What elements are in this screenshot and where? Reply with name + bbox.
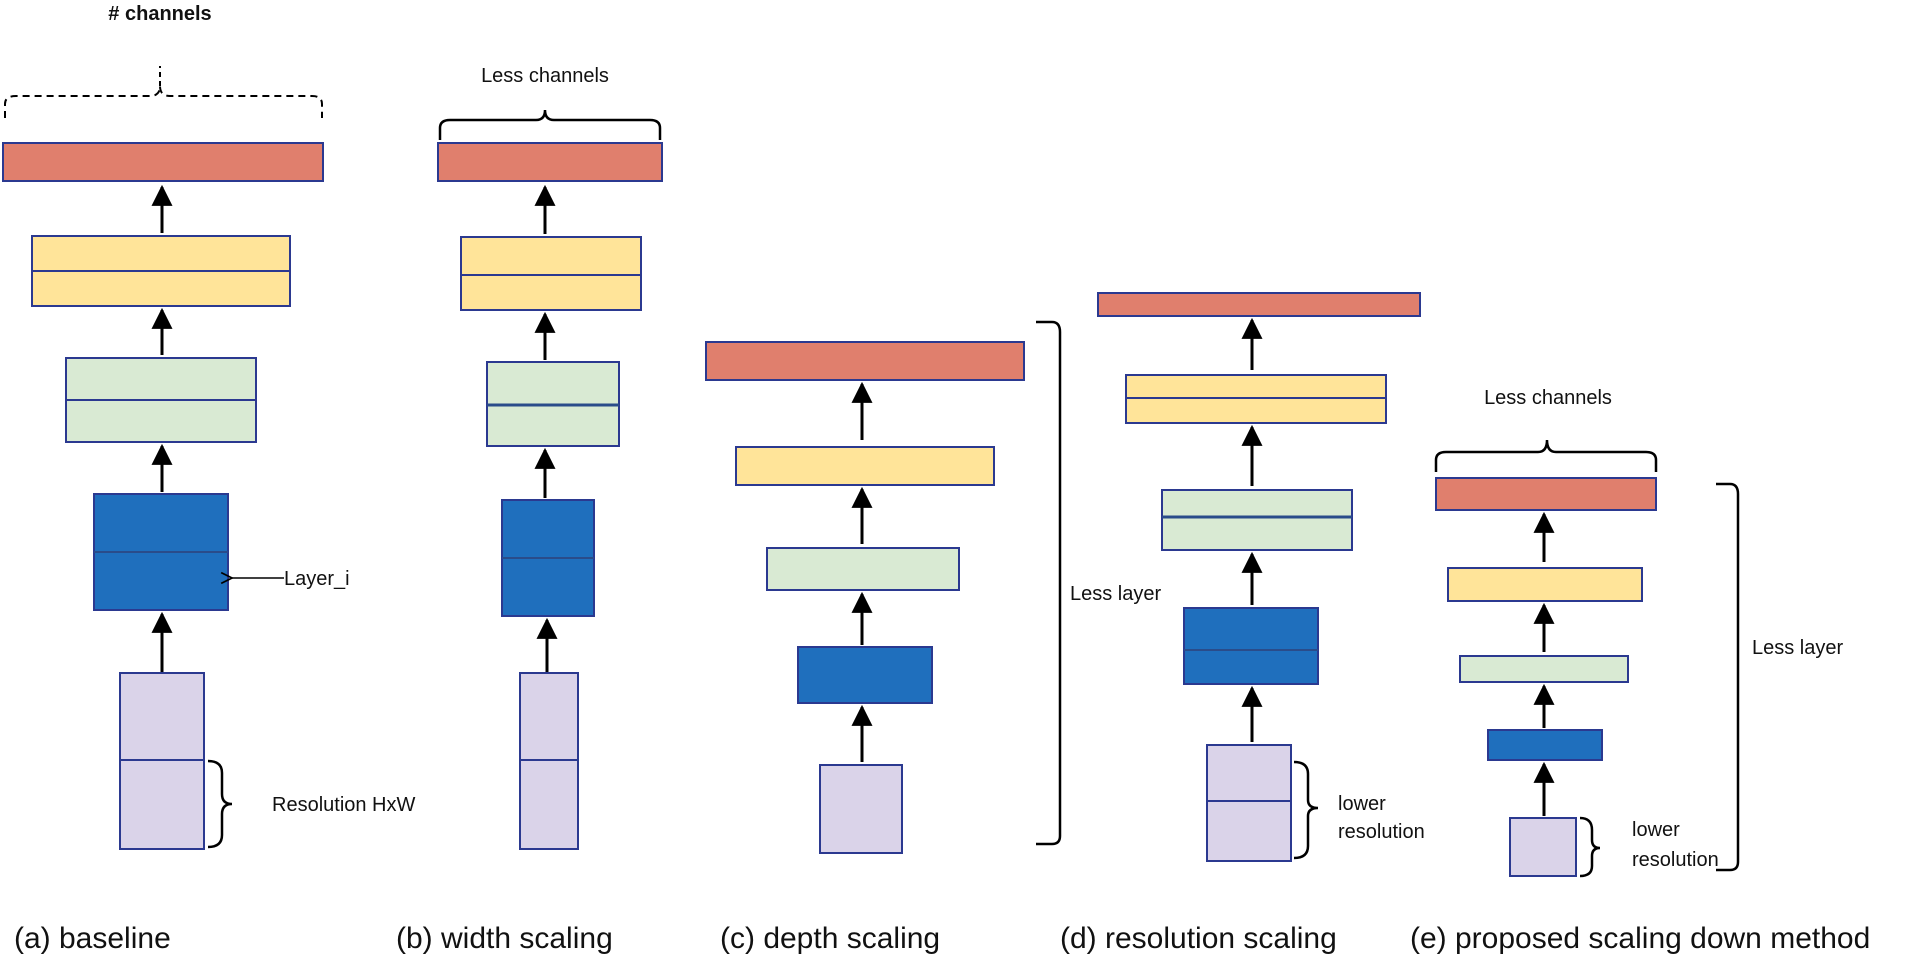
panel-proposed-method: Less channels lower resolution Less laye… xyxy=(1410,387,1870,955)
less-channels-label: Less channels xyxy=(1484,387,1612,409)
lower-resolution-line-2: resolution xyxy=(1338,821,1425,843)
lower-resolution-line-1: lower xyxy=(1632,819,1680,841)
lower-resolution-line-2: resolution xyxy=(1632,849,1719,871)
blue-block xyxy=(501,499,595,617)
caption-a: (a) baseline xyxy=(14,922,171,955)
green-block xyxy=(1459,655,1629,683)
blue-block xyxy=(1183,607,1319,685)
channels-brace xyxy=(1434,439,1658,472)
input-block xyxy=(519,672,579,850)
output-layer xyxy=(1435,477,1657,511)
green-block xyxy=(65,357,257,443)
less-layer-label: Less layer xyxy=(1752,637,1843,659)
layer-bracket xyxy=(1716,482,1740,872)
resolution-brace xyxy=(207,759,233,849)
resolution-brace xyxy=(1293,760,1319,860)
blue-block xyxy=(1487,729,1603,761)
resolution-brace xyxy=(1579,816,1601,878)
lower-resolution-label: lower resolution xyxy=(1338,793,1425,843)
lower-resolution-line-1: lower xyxy=(1338,793,1386,815)
input-block xyxy=(119,672,205,850)
blue-block xyxy=(797,646,933,704)
yellow-block xyxy=(460,236,642,311)
output-layer xyxy=(2,142,324,182)
caption-b: (b) width scaling xyxy=(396,922,613,955)
less-channels-label: Less channels xyxy=(481,65,609,87)
yellow-block xyxy=(1125,374,1387,424)
input-block xyxy=(1206,744,1292,862)
layer-bracket xyxy=(1036,320,1062,846)
panel-resolution-scaling: lower resolution (d) resolution scaling xyxy=(1060,292,1425,955)
output-layer xyxy=(1097,292,1421,317)
lower-resolution-label: lower resolution xyxy=(1632,819,1719,871)
channels-brace xyxy=(438,109,662,140)
panel-depth-scaling: Less layer (c) depth scaling xyxy=(705,320,1161,955)
output-layer xyxy=(705,341,1025,381)
less-layer-label: Less layer xyxy=(1070,583,1161,605)
yellow-block xyxy=(735,446,995,486)
yellow-block xyxy=(1447,567,1643,602)
layer-label: Layer_i xyxy=(284,568,350,590)
output-layer xyxy=(437,142,663,182)
resolution-label: Resolution HxW xyxy=(272,794,416,816)
blue-block xyxy=(93,493,229,611)
channels-label: # channels xyxy=(108,3,211,25)
input-block xyxy=(819,764,903,854)
green-block xyxy=(766,547,960,591)
panel-width-scaling: Less channels (b) width scaling xyxy=(396,65,663,955)
panel-baseline: # channels Layer_i Resolution HxW (a) ba… xyxy=(2,3,416,955)
caption-c: (c) depth scaling xyxy=(720,922,940,955)
yellow-block xyxy=(31,235,291,307)
caption-e: (e) proposed scaling down method xyxy=(1410,922,1870,955)
channels-brace-dashed xyxy=(4,85,323,118)
green-block xyxy=(1161,489,1353,551)
green-block xyxy=(486,361,620,447)
input-block xyxy=(1509,817,1577,877)
caption-d: (d) resolution scaling xyxy=(1060,922,1337,955)
